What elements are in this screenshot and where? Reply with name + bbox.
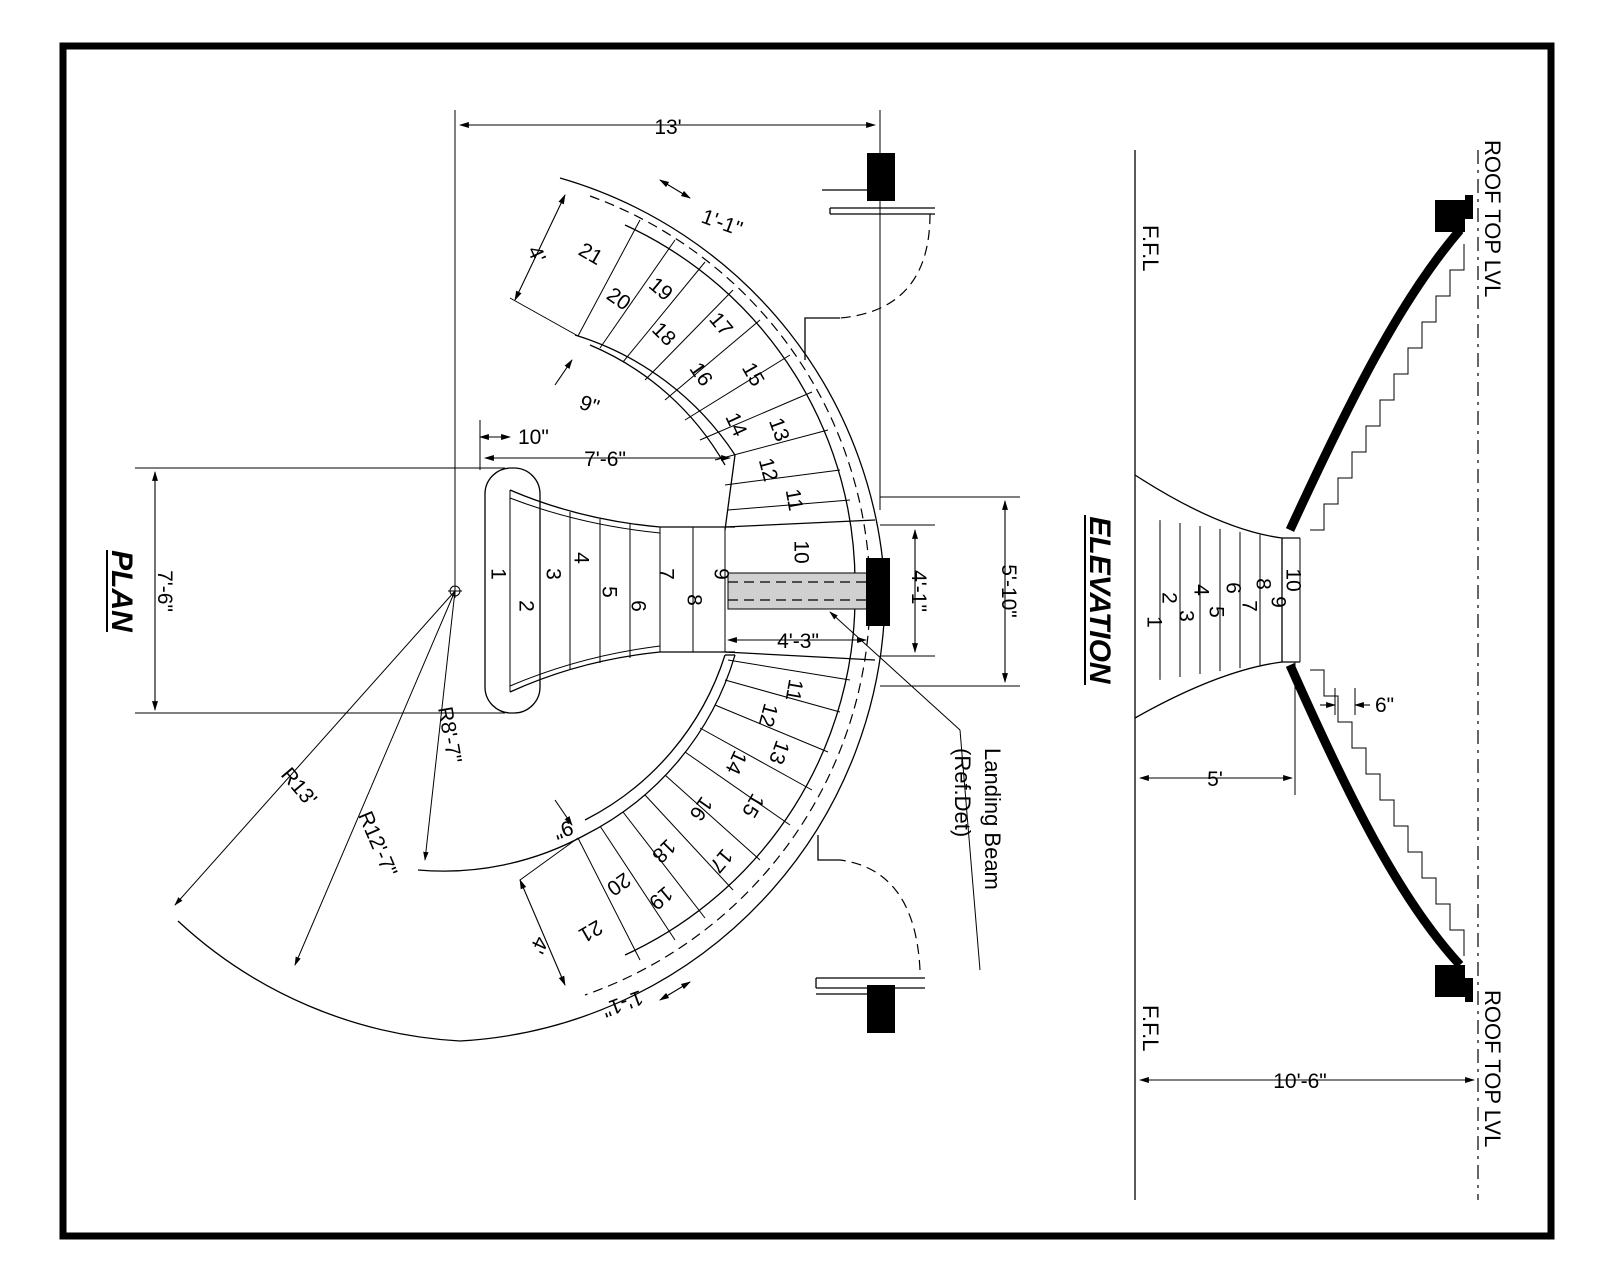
dim-4ft-bottom: 4' — [525, 933, 552, 957]
elevation-step-number: 8 — [1251, 578, 1274, 590]
inner-arc — [574, 334, 736, 456]
roof-slab-bottom — [1435, 965, 1465, 997]
step-number: 19 — [644, 881, 677, 914]
base-platform — [484, 467, 541, 714]
dim-10in: 10" — [518, 426, 549, 449]
dim-landing-width: 5'-10" — [997, 564, 1020, 618]
step-number: 18 — [647, 834, 680, 867]
ffl-bottom-label: F.F.L — [1138, 1005, 1163, 1051]
step-number: 13 — [764, 737, 794, 767]
step-number: 5 — [597, 586, 620, 598]
elevation-base-risers — [1159, 520, 1261, 680]
elevation-step-number: 1 — [1142, 616, 1165, 628]
step-profile — [1310, 669, 1465, 956]
elevation-step-number: 7 — [1237, 600, 1260, 612]
elevation-step-number: 3 — [1174, 610, 1197, 622]
dim-tread-top: 1'-1" — [698, 205, 745, 241]
bottom-flight-treads — [519, 659, 851, 961]
step-number: 12 — [754, 701, 782, 730]
stringer-top — [1285, 227, 1464, 532]
step-number: 2 — [514, 600, 537, 612]
plan-title: PLAN — [105, 550, 138, 633]
top-flight-treads — [509, 219, 851, 511]
step-number: 15 — [737, 359, 769, 391]
sheet-border — [59, 42, 1555, 1240]
elevation-step-number: 9 — [1266, 596, 1289, 608]
dim-13ft-label: 13' — [654, 116, 681, 139]
step-number: 10 — [789, 540, 812, 563]
dim-landing-depth: 4'-3" — [777, 630, 819, 653]
stringer-bottom — [1285, 663, 1464, 969]
dim-tread-bottom: 1'-1" — [599, 985, 646, 1021]
step-number: 9 — [709, 568, 732, 580]
elevation-step-number: 2 — [1157, 592, 1180, 604]
step-number: 21 — [575, 238, 607, 270]
landing-beam — [727, 572, 869, 610]
step-profile — [1310, 244, 1465, 531]
elevation-step-number: 6 — [1221, 582, 1244, 594]
step-number: 1 — [486, 568, 509, 580]
dim-beam-width: 4'-1" — [907, 570, 930, 612]
plan-view: 13' 1'-1" 4' 9" 10" 7'-6" 7'-6" 4'-3" 4'… — [105, 110, 1020, 1042]
landing-column — [866, 558, 890, 626]
total-height-label: 10'-6" — [1273, 1070, 1327, 1093]
ffl-top-label: F.F.L — [1138, 225, 1163, 271]
step-number: 11 — [781, 487, 807, 512]
base-flight-risers — [509, 490, 726, 692]
step-number: 16 — [685, 358, 717, 390]
outer-arc — [177, 177, 886, 1042]
step-number: 15 — [737, 790, 769, 822]
landing-height-label: 5' — [1207, 768, 1223, 791]
bottom-column — [867, 985, 895, 1033]
step-number: 20 — [602, 283, 634, 315]
roof-slab-top — [1435, 200, 1465, 232]
dim-base-width: 7'-6" — [153, 570, 176, 612]
elevation-title: ELEVATION — [1083, 516, 1116, 685]
step-number: 17 — [704, 844, 737, 877]
step-number: 18 — [647, 318, 680, 351]
dim-9in-bottom: 9" — [550, 815, 576, 843]
dim-4ft-top: 4' — [522, 242, 549, 266]
elevation-step-number: 5 — [1204, 606, 1227, 618]
elevation-step-number: 10 — [1281, 568, 1304, 591]
step-number: 7 — [654, 568, 677, 580]
elevation-top-steps — [1310, 244, 1465, 531]
elevation-view: F.F.L F.F.L ROOF TOP LVL ROOF TOP LVL EL… — [1083, 140, 1505, 1200]
step-number: 6 — [626, 600, 649, 612]
step-number: 12 — [754, 455, 782, 484]
elevation-step-number: 4 — [1189, 584, 1212, 596]
step-number: 17 — [704, 308, 737, 341]
roof-bottom-label: ROOF TOP LVL — [1480, 990, 1505, 1147]
step-number: 4 — [569, 552, 592, 564]
dim-flight-length: 7'-6" — [584, 448, 626, 471]
landing-beam-label: Landing Beam — [980, 748, 1005, 890]
step-number: 14 — [720, 747, 751, 778]
elevation-bottom-steps — [1310, 669, 1465, 956]
elevation-step-numbers: 1 2 3 4 5 6 7 8 9 10 — [1142, 568, 1304, 628]
radius-middle: R12'-7" — [353, 808, 401, 880]
top-column — [867, 153, 895, 201]
roof-top-label: ROOF TOP LVL — [1480, 140, 1505, 297]
step-number: 3 — [541, 568, 564, 580]
landing-beam-ref: (Ref.Det) — [950, 748, 975, 837]
radius-inner: R8'-7" — [433, 705, 466, 765]
step-number: 21 — [575, 915, 607, 947]
dim-9in-top: 9" — [576, 391, 602, 419]
radius-outer: R13' — [276, 763, 321, 810]
step-number: 14 — [721, 409, 752, 440]
step-number: 11 — [781, 677, 807, 702]
riser-dim-label: 6" — [1375, 694, 1394, 717]
step-number: 8 — [682, 594, 705, 606]
